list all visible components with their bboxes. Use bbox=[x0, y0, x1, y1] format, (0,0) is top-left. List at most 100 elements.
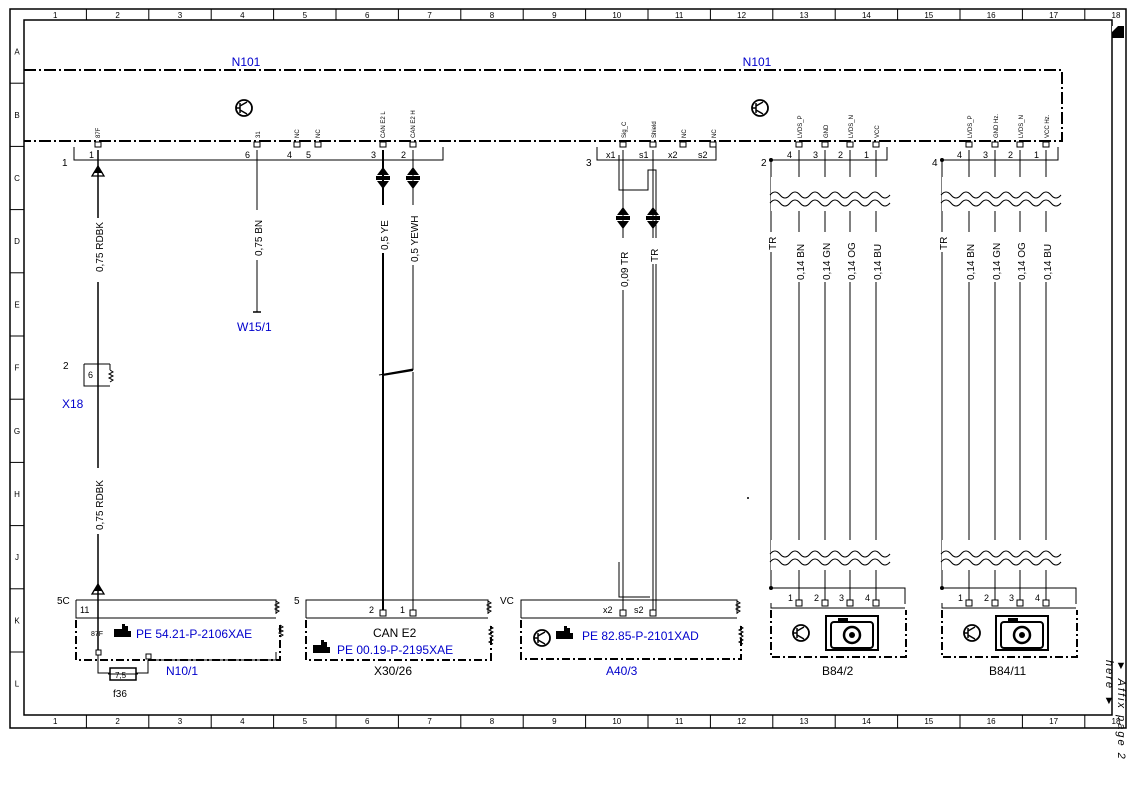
svg-text:0,09 TR: 0,09 TR bbox=[620, 252, 631, 287]
pin-label: LVDS_N bbox=[849, 115, 855, 138]
pin-number: s1 bbox=[639, 150, 649, 160]
pin-number: s2 bbox=[698, 150, 708, 160]
column-label: 2 bbox=[115, 717, 120, 726]
pin-number: 1 bbox=[89, 150, 94, 160]
wire-bundle-camera-2: TR 0,14 BN 0,14 GN 0,14 OG 0,14 BU bbox=[934, 150, 1077, 604]
column-label: 6 bbox=[365, 717, 370, 726]
svg-text:0,14 OG: 0,14 OG bbox=[1017, 242, 1028, 280]
pin-label: 87F bbox=[96, 127, 102, 138]
column-label: 7 bbox=[427, 11, 432, 20]
b84-2-label: B84/2 bbox=[822, 664, 854, 678]
pin-label: LVDS_N bbox=[1019, 115, 1025, 138]
pin-label: GND bbox=[824, 124, 830, 138]
svg-text:5C: 5C bbox=[57, 596, 70, 607]
pin-label: LVDS_P bbox=[968, 115, 974, 138]
pin-label: NC bbox=[712, 129, 718, 138]
svg-text:2: 2 bbox=[369, 605, 374, 615]
sheet-corner-icon bbox=[1112, 26, 1124, 38]
svg-text:5: 5 bbox=[294, 596, 300, 607]
column-label: 9 bbox=[552, 717, 557, 726]
svg-text:0,5 YE: 0,5 YE bbox=[380, 220, 391, 250]
column-label: 13 bbox=[800, 717, 809, 726]
column-label: 2 bbox=[115, 11, 120, 20]
svg-text:TR: TR bbox=[650, 249, 661, 262]
pin-label: Sig_C bbox=[622, 121, 628, 138]
svg-text:3: 3 bbox=[586, 158, 592, 169]
column-label: 16 bbox=[987, 717, 996, 726]
column-label: 5 bbox=[303, 11, 308, 20]
column-label: 9 bbox=[552, 11, 557, 20]
row-label: D bbox=[14, 237, 20, 246]
column-label: 7 bbox=[427, 717, 432, 726]
row-label: B bbox=[14, 111, 19, 120]
connector-x30-26: 5 2 1 CAN E2 PE 00.19-P-2195XAE X30/26 bbox=[294, 596, 495, 678]
svg-text:0,14 GN: 0,14 GN bbox=[822, 243, 833, 280]
pin-number: 1 bbox=[864, 150, 869, 160]
row-label: C bbox=[14, 174, 20, 183]
svg-text:11: 11 bbox=[80, 605, 89, 615]
n10-reference-link[interactable]: PE 54.21-P-2106XAE bbox=[136, 627, 252, 641]
column-label: 14 bbox=[862, 11, 871, 20]
column-label: 6 bbox=[365, 11, 370, 20]
column-label: 10 bbox=[612, 11, 621, 20]
transistor-icon bbox=[751, 99, 769, 117]
pin-number: 4 bbox=[287, 150, 292, 160]
connector-n101-3: 3 Sig_C Shield NC NC x1 s1 x2 s2 bbox=[586, 121, 718, 169]
column-label: 12 bbox=[737, 717, 746, 726]
fuse-icon: 7,5 f36 bbox=[108, 667, 138, 700]
wire-can-e2: 0,5 YE 0,5 YEWH bbox=[375, 150, 421, 612]
n101-label-right: N101 bbox=[743, 55, 772, 69]
svg-text:TR: TR bbox=[939, 237, 950, 250]
pointing-hand-icon bbox=[556, 626, 573, 639]
column-label: 11 bbox=[675, 11, 684, 20]
pin-label: VCC bbox=[875, 125, 881, 138]
svg-text:3: 3 bbox=[1009, 593, 1014, 603]
column-label: 4 bbox=[240, 717, 245, 726]
x30-label: X30/26 bbox=[374, 664, 412, 678]
pointing-hand-icon bbox=[313, 640, 330, 653]
svg-text:0,75 RDBK: 0,75 RDBK bbox=[95, 480, 106, 530]
pin-label: Shield bbox=[652, 121, 658, 138]
camera-icon bbox=[994, 614, 1050, 652]
svg-text:4: 4 bbox=[865, 593, 870, 603]
row-label: J bbox=[15, 553, 19, 562]
wire-31: 0,75 BN W15/1 bbox=[237, 150, 272, 334]
fuse-label: f36 bbox=[113, 689, 127, 700]
column-label: 8 bbox=[490, 717, 495, 726]
connector-n101-4: 4 LVDS_P GND Hz. LVDS_N VCC Hz. 4 3 2 1 bbox=[932, 114, 1059, 169]
pin-label: LVDS_P bbox=[798, 115, 804, 138]
row-label: A bbox=[14, 48, 20, 57]
x30-reference-link[interactable]: PE 00.19-P-2195XAE bbox=[337, 643, 453, 657]
a40-reference-link[interactable]: PE 82.85-P-2101XAD bbox=[582, 629, 699, 643]
column-label: 11 bbox=[675, 717, 684, 726]
affix-page-note: ▼ Affix page 2 here ▼ bbox=[1103, 660, 1127, 761]
column-label: 18 bbox=[1112, 11, 1121, 20]
pin-label: NC bbox=[682, 129, 688, 138]
pointing-hand-icon bbox=[114, 624, 131, 637]
pin-label: GND Hz. bbox=[994, 114, 1000, 138]
column-label: 3 bbox=[178, 717, 183, 726]
svg-text:2: 2 bbox=[984, 593, 989, 603]
svg-text:x2: x2 bbox=[603, 605, 613, 615]
column-label: 3 bbox=[178, 11, 183, 20]
camera-b84-2: 1 2 3 4 B84/2 bbox=[770, 593, 907, 678]
svg-text:2: 2 bbox=[761, 158, 767, 169]
x30-title: CAN E2 bbox=[373, 626, 417, 640]
svg-text:0,75 BN: 0,75 BN bbox=[254, 220, 265, 256]
n101-module: N101 N101 bbox=[24, 55, 1063, 142]
pin-number: 1 bbox=[1034, 150, 1039, 160]
svg-text:0,14 BU: 0,14 BU bbox=[1043, 244, 1054, 280]
pin-number: 2 bbox=[401, 150, 406, 160]
column-label: 1 bbox=[53, 11, 58, 20]
column-label: 16 bbox=[987, 11, 996, 20]
transistor-icon bbox=[235, 99, 253, 117]
row-label: E bbox=[14, 300, 19, 309]
x18-label: X18 bbox=[62, 397, 84, 411]
module-n10-1: 5C 11 87F PE 54.21-P-2106XAE N10/1 bbox=[57, 596, 285, 678]
transistor-icon bbox=[792, 624, 810, 642]
svg-text:0,14 BU: 0,14 BU bbox=[873, 244, 884, 280]
column-label: 17 bbox=[1049, 11, 1058, 20]
column-label: 15 bbox=[924, 11, 933, 20]
column-label: 5 bbox=[303, 717, 308, 726]
column-label: 12 bbox=[737, 11, 746, 20]
